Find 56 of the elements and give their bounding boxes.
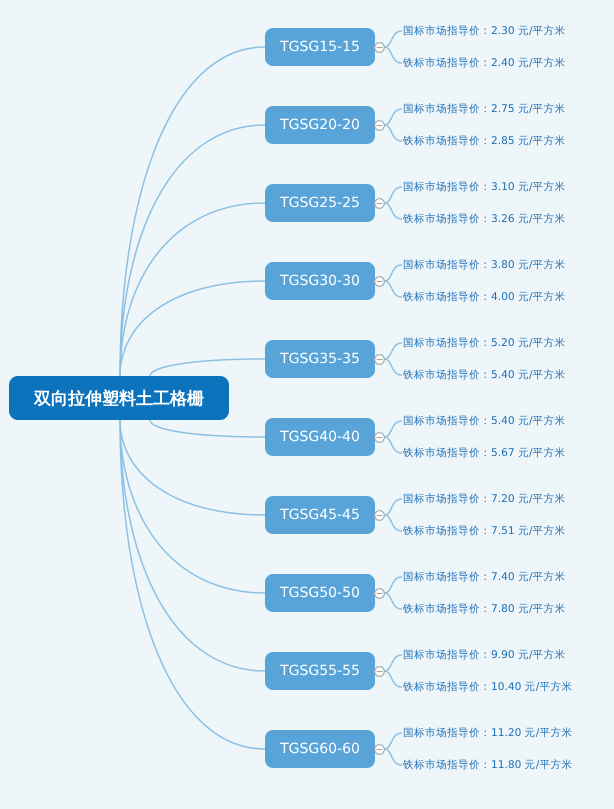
branch-line bbox=[384, 30, 402, 48]
price-text: 铁标市场指导价：7.51 元/平方米 bbox=[403, 524, 566, 538]
price-text: 铁标市场指导价：2.40 元/平方米 bbox=[403, 56, 566, 70]
topic-box: TGSG25-25 bbox=[265, 184, 375, 222]
topic-box: TGSG30-30 bbox=[265, 262, 375, 300]
topic-box: TGSG55-55 bbox=[265, 652, 375, 690]
branch-line bbox=[384, 202, 402, 220]
branch-line bbox=[384, 514, 402, 532]
branch-line bbox=[384, 654, 402, 672]
price-text: 国标市场指导价：11.20 元/平方米 bbox=[403, 726, 572, 740]
branch-line bbox=[119, 124, 266, 376]
price-text: 国标市场指导价：3.10 元/平方米 bbox=[403, 180, 566, 194]
price-text: 国标市场指导价：3.80 元/平方米 bbox=[403, 258, 566, 272]
topic-box: TGSG40-40 bbox=[265, 418, 375, 456]
price-text: 国标市场指导价：2.30 元/平方米 bbox=[403, 24, 566, 38]
price-text: 铁标市场指导价：4.00 元/平方米 bbox=[403, 290, 566, 304]
branch-line bbox=[384, 342, 402, 360]
price-text: 国标市场指导价：7.20 元/平方米 bbox=[403, 492, 566, 506]
price-text: 铁标市场指导价：5.67 元/平方米 bbox=[403, 446, 566, 460]
price-text: 铁标市场指导价：2.85 元/平方米 bbox=[403, 134, 566, 148]
price-text: 铁标市场指导价：5.40 元/平方米 bbox=[403, 368, 566, 382]
branch-line bbox=[384, 748, 402, 766]
price-text: 国标市场指导价：2.75 元/平方米 bbox=[403, 102, 566, 116]
topic-box: TGSG20-20 bbox=[265, 106, 375, 144]
price-text: 铁标市场指导价：7.80 元/平方米 bbox=[403, 602, 566, 616]
topic-box: TGSG15-15 bbox=[265, 28, 375, 66]
branch-line bbox=[149, 420, 265, 438]
branch-line bbox=[384, 436, 402, 454]
topic-box: TGSG35-35 bbox=[265, 340, 375, 378]
branch-line bbox=[384, 186, 402, 204]
branch-line bbox=[384, 576, 402, 594]
topic-box: TGSG60-60 bbox=[265, 730, 375, 768]
branch-line bbox=[119, 420, 266, 750]
branch-line bbox=[384, 498, 402, 516]
branch-line bbox=[384, 264, 402, 282]
central-topic-box: 双向拉伸塑料土工格栅 bbox=[9, 376, 229, 420]
price-text: 铁标市场指导价：11.80 元/平方米 bbox=[403, 758, 572, 772]
topic-box: TGSG45-45 bbox=[265, 496, 375, 534]
branch-line bbox=[384, 592, 402, 610]
price-text: 国标市场指导价：5.40 元/平方米 bbox=[403, 414, 566, 428]
branch-line bbox=[384, 420, 402, 438]
branch-line bbox=[119, 280, 266, 376]
price-text: 铁标市场指导价：10.40 元/平方米 bbox=[403, 680, 572, 694]
price-text: 铁标市场指导价：3.26 元/平方米 bbox=[403, 212, 566, 226]
branch-line bbox=[384, 732, 402, 750]
branch-line bbox=[384, 280, 402, 298]
price-text: 国标市场指导价：9.90 元/平方米 bbox=[403, 648, 566, 662]
branch-line bbox=[384, 670, 402, 688]
price-text: 国标市场指导价：7.40 元/平方米 bbox=[403, 570, 566, 584]
branch-line bbox=[384, 108, 402, 126]
price-text: 国标市场指导价：5.20 元/平方米 bbox=[403, 336, 566, 350]
branch-line bbox=[384, 358, 402, 376]
branch-line bbox=[384, 124, 402, 142]
topic-box: TGSG50-50 bbox=[265, 574, 375, 612]
branch-line bbox=[149, 358, 265, 376]
branch-line bbox=[384, 46, 402, 64]
